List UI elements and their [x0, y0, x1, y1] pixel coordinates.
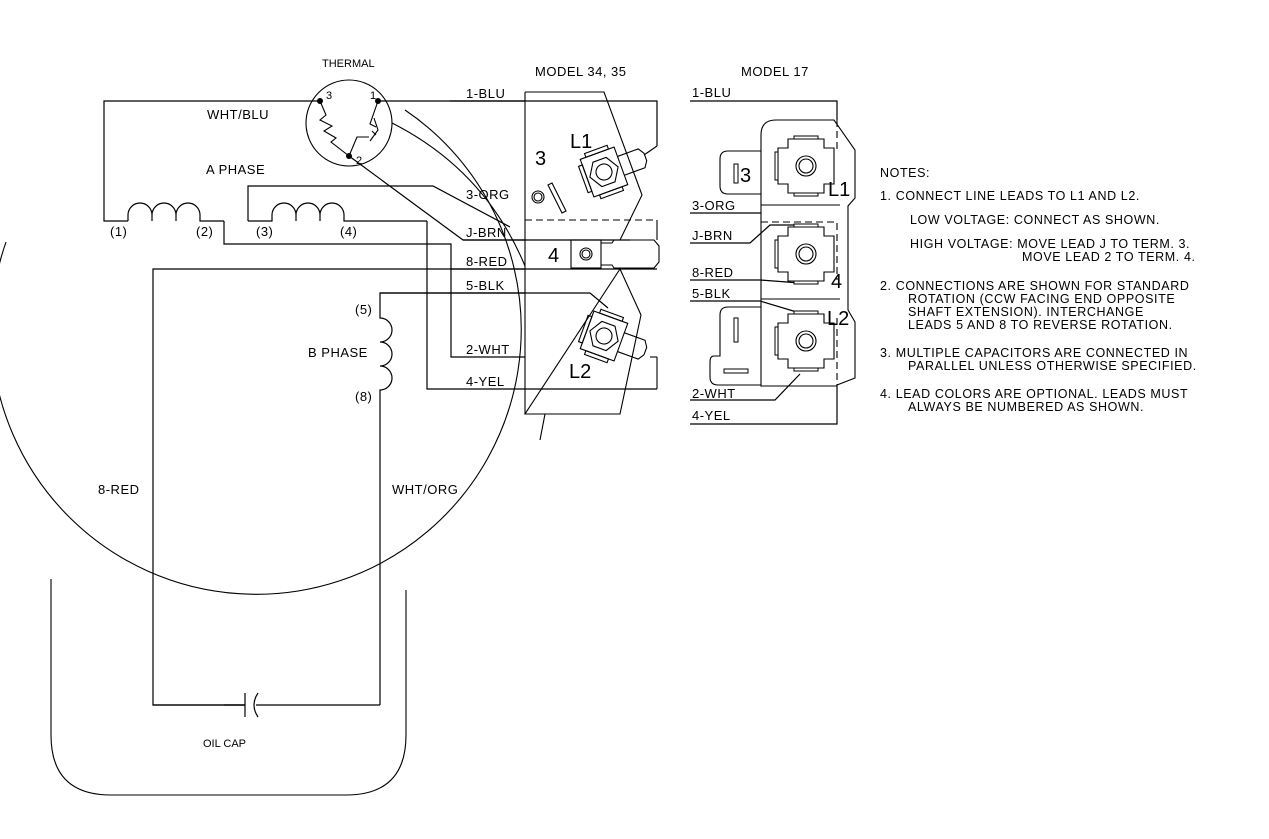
lead-label-5: (5): [355, 302, 372, 317]
m34-terminal-4-body: [570, 239, 602, 269]
m17-lead-lines: [690, 100, 838, 425]
note-2-line-4: LEADS 5 AND 8 TO REVERSE ROTATION.: [908, 318, 1173, 332]
m17-l2-label: L2: [827, 308, 849, 330]
m17-terminal-3-label: 3: [740, 165, 751, 187]
m34-lead-lines: [380, 100, 609, 309]
m34-terminal-4-label: 4: [548, 245, 559, 267]
thermal-arc-lead: [391, 122, 526, 267]
model-34-35-title: MODEL 34, 35: [535, 64, 627, 79]
m17-lead-1-blu: 1-BLU: [692, 85, 731, 100]
m34-terminal-3-post-inner: [533, 192, 543, 202]
m17-l2-terminal: [774, 310, 835, 372]
m34-l2-label: L2: [569, 361, 591, 383]
m34-lead-5-blk: 5-BLK: [466, 278, 505, 293]
notes-heading: NOTES:: [880, 166, 930, 180]
m17-terminal-3-slot: [733, 163, 739, 184]
lead-label-8: (8): [355, 389, 372, 404]
m17-terminal-4-label: 4: [831, 271, 842, 293]
wht-org-label: WHT/ORG: [392, 482, 458, 497]
note-2-line-2: ROTATION (CCW FACING END OPPOSITE: [908, 292, 1175, 306]
lead-wht-blu: [103, 100, 320, 222]
m34-board-tail: [539, 413, 546, 441]
motor-housing-circle: [0, 109, 522, 595]
thermal-terminal-1-label: 1: [370, 90, 376, 102]
note-2: 2. CONNECTIONS ARE SHOWN FOR STANDARD: [880, 279, 1190, 293]
model-17-title: MODEL 17: [741, 64, 809, 79]
a-phase-coil-2: [247, 185, 511, 228]
m17-dash-2: [761, 221, 838, 280]
lead-label-1: (1): [110, 224, 127, 239]
m17-l1-label: L1: [828, 179, 850, 201]
m34-l1-terminal: [577, 144, 648, 200]
lead-label-4: (4): [340, 224, 357, 239]
note-2-line-3: SHAFT EXTENSION). INTERCHANGE: [908, 305, 1144, 319]
note-3: 3. MULTIPLE CAPACITORS ARE CONNECTED IN: [880, 346, 1188, 360]
thermal-label: THERMAL: [322, 58, 375, 70]
m17-l1-terminal: [774, 135, 835, 197]
m34-terminal-4-post: [579, 247, 593, 261]
m34-terminal-4-tab: [601, 239, 660, 269]
note-1-high-voltage: HIGH VOLTAGE: MOVE LEAD J TO TERM. 3.: [910, 237, 1190, 251]
m17-l2-side-tab: [709, 306, 761, 386]
lead-label-3: (3): [256, 224, 273, 239]
m34-lead-j-brn: J-BRN: [466, 225, 507, 240]
m17-lead-4-yel: 4-YEL: [692, 408, 731, 423]
note-4-line-2: ALWAYS BE NUMBERED AS SHOWN.: [908, 400, 1144, 414]
note-4: 4. LEAD COLORS ARE OPTIONAL. LEADS MUST: [880, 387, 1188, 401]
wht-blu-label: WHT/BLU: [207, 107, 269, 122]
thermal-terminal-3-label: 3: [326, 90, 332, 102]
m34-lead-4-yel: 4-YEL: [466, 374, 505, 389]
oil-capacitor: [224, 692, 380, 718]
m17-terminal-3-tab: [719, 150, 761, 195]
m34-l1-label: L1: [570, 131, 592, 153]
lead-label-2: (2): [196, 224, 213, 239]
note-3-line-2: PARALLEL UNLESS OTHERWISE SPECIFIED.: [908, 359, 1197, 373]
thermal-terminal-2-label: 2: [356, 155, 362, 167]
note-1-high-voltage-2: MOVE LEAD 2 TO TERM. 4.: [1022, 250, 1196, 264]
m34-terminal-4-post-inner: [581, 249, 591, 259]
red-label: 8-RED: [98, 482, 140, 497]
lead-4-yel-wire: [426, 221, 657, 390]
thermal-heater-zigzag: [319, 100, 350, 157]
m17-lead-8-red: 8-RED: [692, 265, 734, 280]
m34-lead-1-blu: 1-BLU: [466, 86, 505, 101]
m17-l2-slot-horizontal: [723, 368, 749, 374]
m34-l1-wire: [643, 145, 658, 156]
a-phase-coil-1: [127, 202, 224, 222]
a-phase-label: A PHASE: [206, 162, 265, 177]
m34-terminal-3-link: [547, 182, 567, 214]
thermal-switch: [348, 100, 379, 157]
m17-lead-3-org: 3-ORG: [692, 198, 736, 213]
m34-lead-3-org: 3-ORG: [466, 187, 510, 202]
m17-l2-slot-vertical: [733, 317, 739, 343]
m34-l2-terminal: [577, 308, 648, 364]
lead-2-wht-wire: [223, 221, 525, 358]
b-phase-label: B PHASE: [308, 345, 368, 360]
m17-board: [760, 119, 856, 387]
m34-lead-2-wht: 2-WHT: [466, 342, 510, 357]
note-1: 1. CONNECT LINE LEADS TO L1 AND L2.: [880, 189, 1140, 203]
b-phase-coil: [379, 292, 525, 705]
note-1-low-voltage: LOW VOLTAGE: CONNECT AS SHOWN.: [910, 213, 1160, 227]
model-34-35-board: [523, 91, 643, 415]
m34-terminal-3-post: [531, 190, 545, 204]
m17-lead-5-blk: 5-BLK: [692, 286, 731, 301]
capacitor-outer-loop: [50, 579, 407, 796]
m34-lead-8-red: 8-RED: [466, 254, 508, 269]
m34-terminal-3-label: 3: [535, 148, 546, 170]
m17-lead-2-wht: 2-WHT: [692, 386, 736, 401]
m17-lead-j-brn: J-BRN: [692, 228, 733, 243]
m17-terminal-4: [774, 223, 835, 285]
oil-cap-label: OIL CAP: [203, 738, 246, 750]
